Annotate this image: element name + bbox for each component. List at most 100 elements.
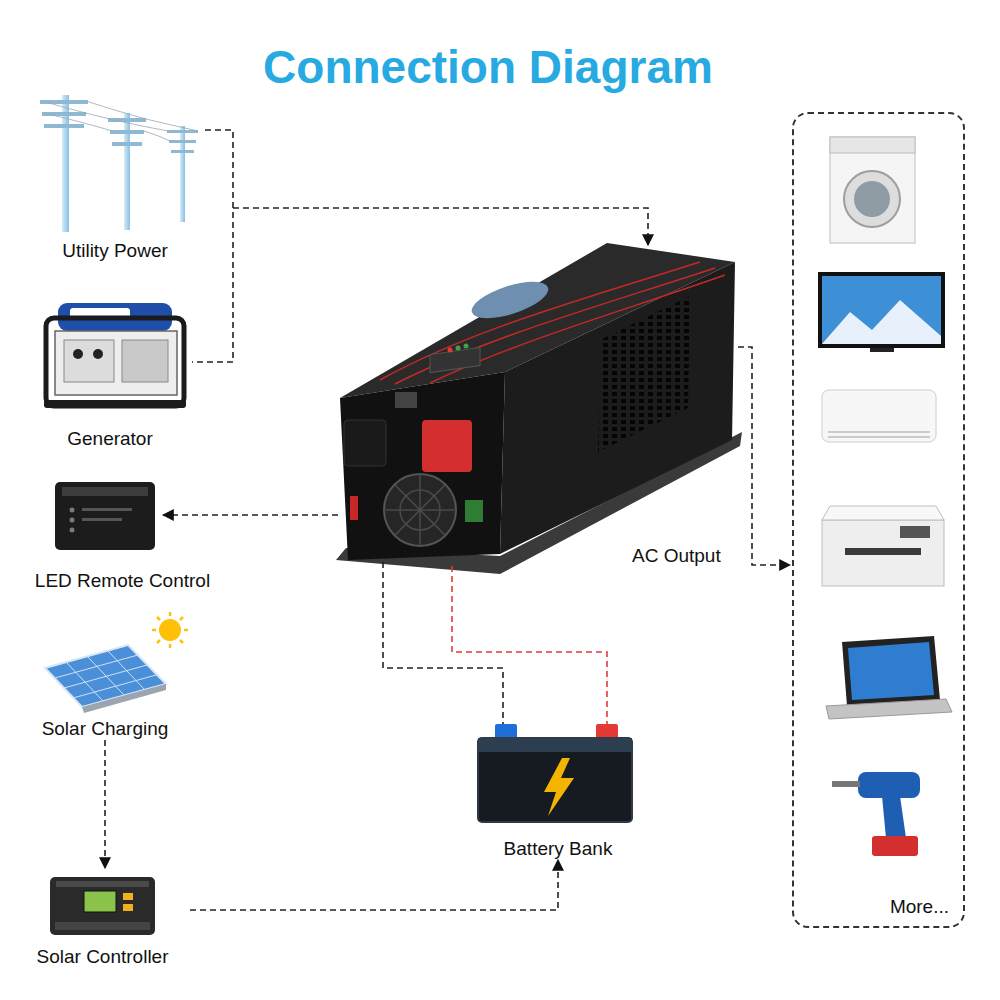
device-node: Solar Controller [15, 868, 190, 968]
node-label: More... [890, 896, 949, 918]
battery-lid [478, 738, 632, 752]
laptop-display [848, 642, 934, 700]
fan-guard [400, 490, 440, 530]
usb-port [123, 893, 133, 900]
device-node: LED Remote Control [20, 475, 225, 592]
appliances [818, 137, 952, 856]
tv-screen [822, 276, 941, 344]
signal-terminal [465, 500, 483, 522]
air-conditioner [822, 390, 936, 442]
battery-illustration [478, 724, 632, 822]
laptop-base [826, 699, 952, 719]
storage-node: Battery Bank [468, 715, 648, 860]
washer-drum [854, 181, 890, 217]
positive-cover [422, 420, 472, 472]
positive-cable [452, 566, 607, 724]
layout-wires [163, 130, 790, 724]
utility-poles [40, 95, 198, 232]
input-line [233, 208, 648, 245]
diagram-title: Connection Diagram [0, 40, 976, 94]
vent-grille [598, 296, 690, 452]
output-line [738, 347, 790, 565]
control-panel [64, 340, 114, 382]
printer [822, 520, 944, 586]
drill-battery [872, 836, 918, 856]
printer-lid [822, 506, 944, 520]
indicator-led [70, 508, 75, 513]
connection-label: AC Output [632, 545, 721, 567]
remote-illustration [55, 482, 155, 550]
crossarm [167, 130, 198, 133]
inverter-illustration [336, 243, 742, 574]
breaker [350, 496, 358, 520]
panel-edge [82, 684, 166, 713]
base-bar [44, 400, 186, 408]
frame [46, 318, 184, 406]
washer-door [844, 171, 900, 227]
fan-guard [384, 474, 456, 546]
indicator-led [70, 518, 75, 523]
lcd-screen [84, 891, 116, 912]
drill-body [858, 772, 920, 798]
tv-mountains [822, 300, 941, 344]
cooling-fan [384, 474, 456, 546]
printer-display [900, 526, 930, 538]
drill-handle [882, 796, 906, 838]
negative-cable [383, 562, 503, 724]
source-node: Solar Charging [25, 605, 185, 740]
status-led [448, 348, 453, 353]
laptop-screen [842, 636, 940, 706]
crossarm [110, 130, 144, 134]
inverter-side [500, 262, 735, 554]
washing-machine [830, 137, 915, 243]
inverter-front [340, 372, 505, 560]
television [818, 272, 945, 348]
paper-slot [845, 548, 921, 555]
ac-vent [828, 432, 930, 437]
remote-label [62, 487, 148, 496]
generator-illustration [44, 303, 186, 408]
remote-body [55, 482, 155, 550]
socket [73, 349, 83, 359]
remote-marking [82, 508, 132, 511]
flow-connector [190, 860, 558, 910]
node-label: Utility Power [62, 240, 168, 262]
source-node: Generator [30, 295, 190, 450]
status-led [464, 344, 469, 349]
drill-bit [832, 781, 860, 787]
remote-marking [82, 518, 122, 521]
solar-panel [45, 645, 166, 707]
crossarm [112, 142, 142, 146]
socket [93, 349, 103, 359]
status-led [456, 346, 461, 351]
decor-stripe [380, 262, 725, 384]
remote-line [163, 514, 338, 516]
power-wire [42, 101, 198, 141]
node-label: Generator [67, 428, 153, 450]
source-node: Utility Power [20, 90, 210, 262]
sun [159, 619, 181, 641]
node-label: LED Remote Control [35, 570, 210, 592]
load-group: More... [792, 112, 965, 928]
crossarm [169, 140, 196, 143]
engine-cover [122, 340, 168, 382]
controller-label [56, 881, 149, 887]
crossarm [44, 124, 84, 128]
indicator-led [70, 528, 75, 533]
negative-cover [344, 420, 386, 466]
node-label: Solar Controller [37, 946, 169, 968]
power-switch [395, 392, 417, 408]
crossarm [40, 100, 88, 104]
node-label: Solar Charging [42, 718, 169, 740]
controller-body [50, 877, 155, 935]
node-label: Battery Bank [504, 838, 613, 860]
controller-illustration [50, 877, 155, 935]
solar-panel-illustration [45, 612, 188, 713]
sun-rays [152, 612, 188, 648]
brand-badge [468, 274, 553, 325]
engine-body [55, 331, 177, 395]
terminal-strip [55, 922, 150, 930]
